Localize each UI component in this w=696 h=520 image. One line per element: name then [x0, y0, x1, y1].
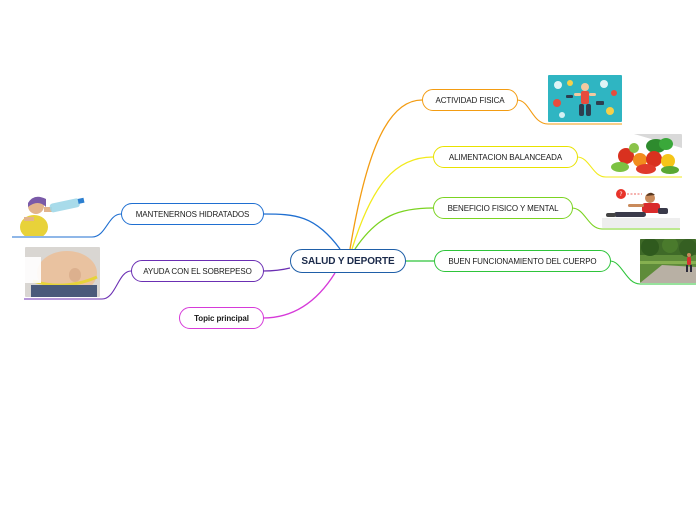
link-alimentacion-image [576, 156, 682, 178]
measuring-waist-image [25, 247, 100, 297]
svg-text:?: ? [619, 191, 622, 198]
branch-topic-principal[interactable]: Topic principal [179, 307, 264, 329]
link-funcionamiento-image [609, 260, 696, 285]
branch-buen-funcionamiento[interactable]: BUEN FUNCIONAMIENTO DEL CUERPO [434, 250, 611, 272]
branch-label: Topic principal [194, 313, 249, 323]
central-topic-label: SALUD Y DEPORTE [301, 255, 395, 267]
branch-label: BUEN FUNCIONAMIENTO DEL CUERPO [448, 256, 597, 266]
stretching-woman-image: ? [602, 186, 680, 228]
branch-label: AYUDA CON EL SOBREPESO [143, 266, 252, 276]
link-alimentacion [351, 156, 434, 250]
branch-label: BENEFICIO FISICO Y MENTAL [447, 203, 559, 213]
branch-alimentacion-balanceada[interactable]: ALIMENTACION BALANCEADA [433, 146, 578, 168]
central-topic[interactable]: SALUD Y DEPORTE [290, 249, 406, 273]
branch-beneficio-fisico-mental[interactable]: BENEFICIO FISICO Y MENTAL [433, 197, 573, 219]
link-beneficio [354, 207, 434, 250]
branch-mantenernos-hidratados[interactable]: MANTENERNOS HIDRATADOS [121, 203, 264, 225]
branch-label: ACTIVIDAD FISICA [435, 95, 505, 105]
vegetables-image [606, 134, 682, 176]
link-actividad-image [516, 99, 622, 125]
branch-label: ALIMENTACION BALANCEADA [448, 152, 563, 162]
link-beneficio-image [571, 207, 680, 230]
link-hidratados-image [12, 213, 122, 238]
branch-actividad-fisica[interactable]: ACTIVIDAD FISICA [422, 89, 518, 111]
link-actividad [349, 99, 423, 250]
jogging-park-image [640, 239, 696, 283]
drinking-water-image [14, 193, 92, 236]
link-topic [262, 272, 336, 319]
fitness-icons-image [548, 75, 622, 122]
link-hidratados [262, 213, 341, 250]
link-sobrepeso-image [24, 270, 132, 300]
link-sobrepeso [262, 267, 291, 272]
branch-ayuda-sobrepeso[interactable]: AYUDA CON EL SOBREPESO [131, 260, 264, 282]
branch-label: MANTENERNOS HIDRATADOS [135, 209, 250, 219]
